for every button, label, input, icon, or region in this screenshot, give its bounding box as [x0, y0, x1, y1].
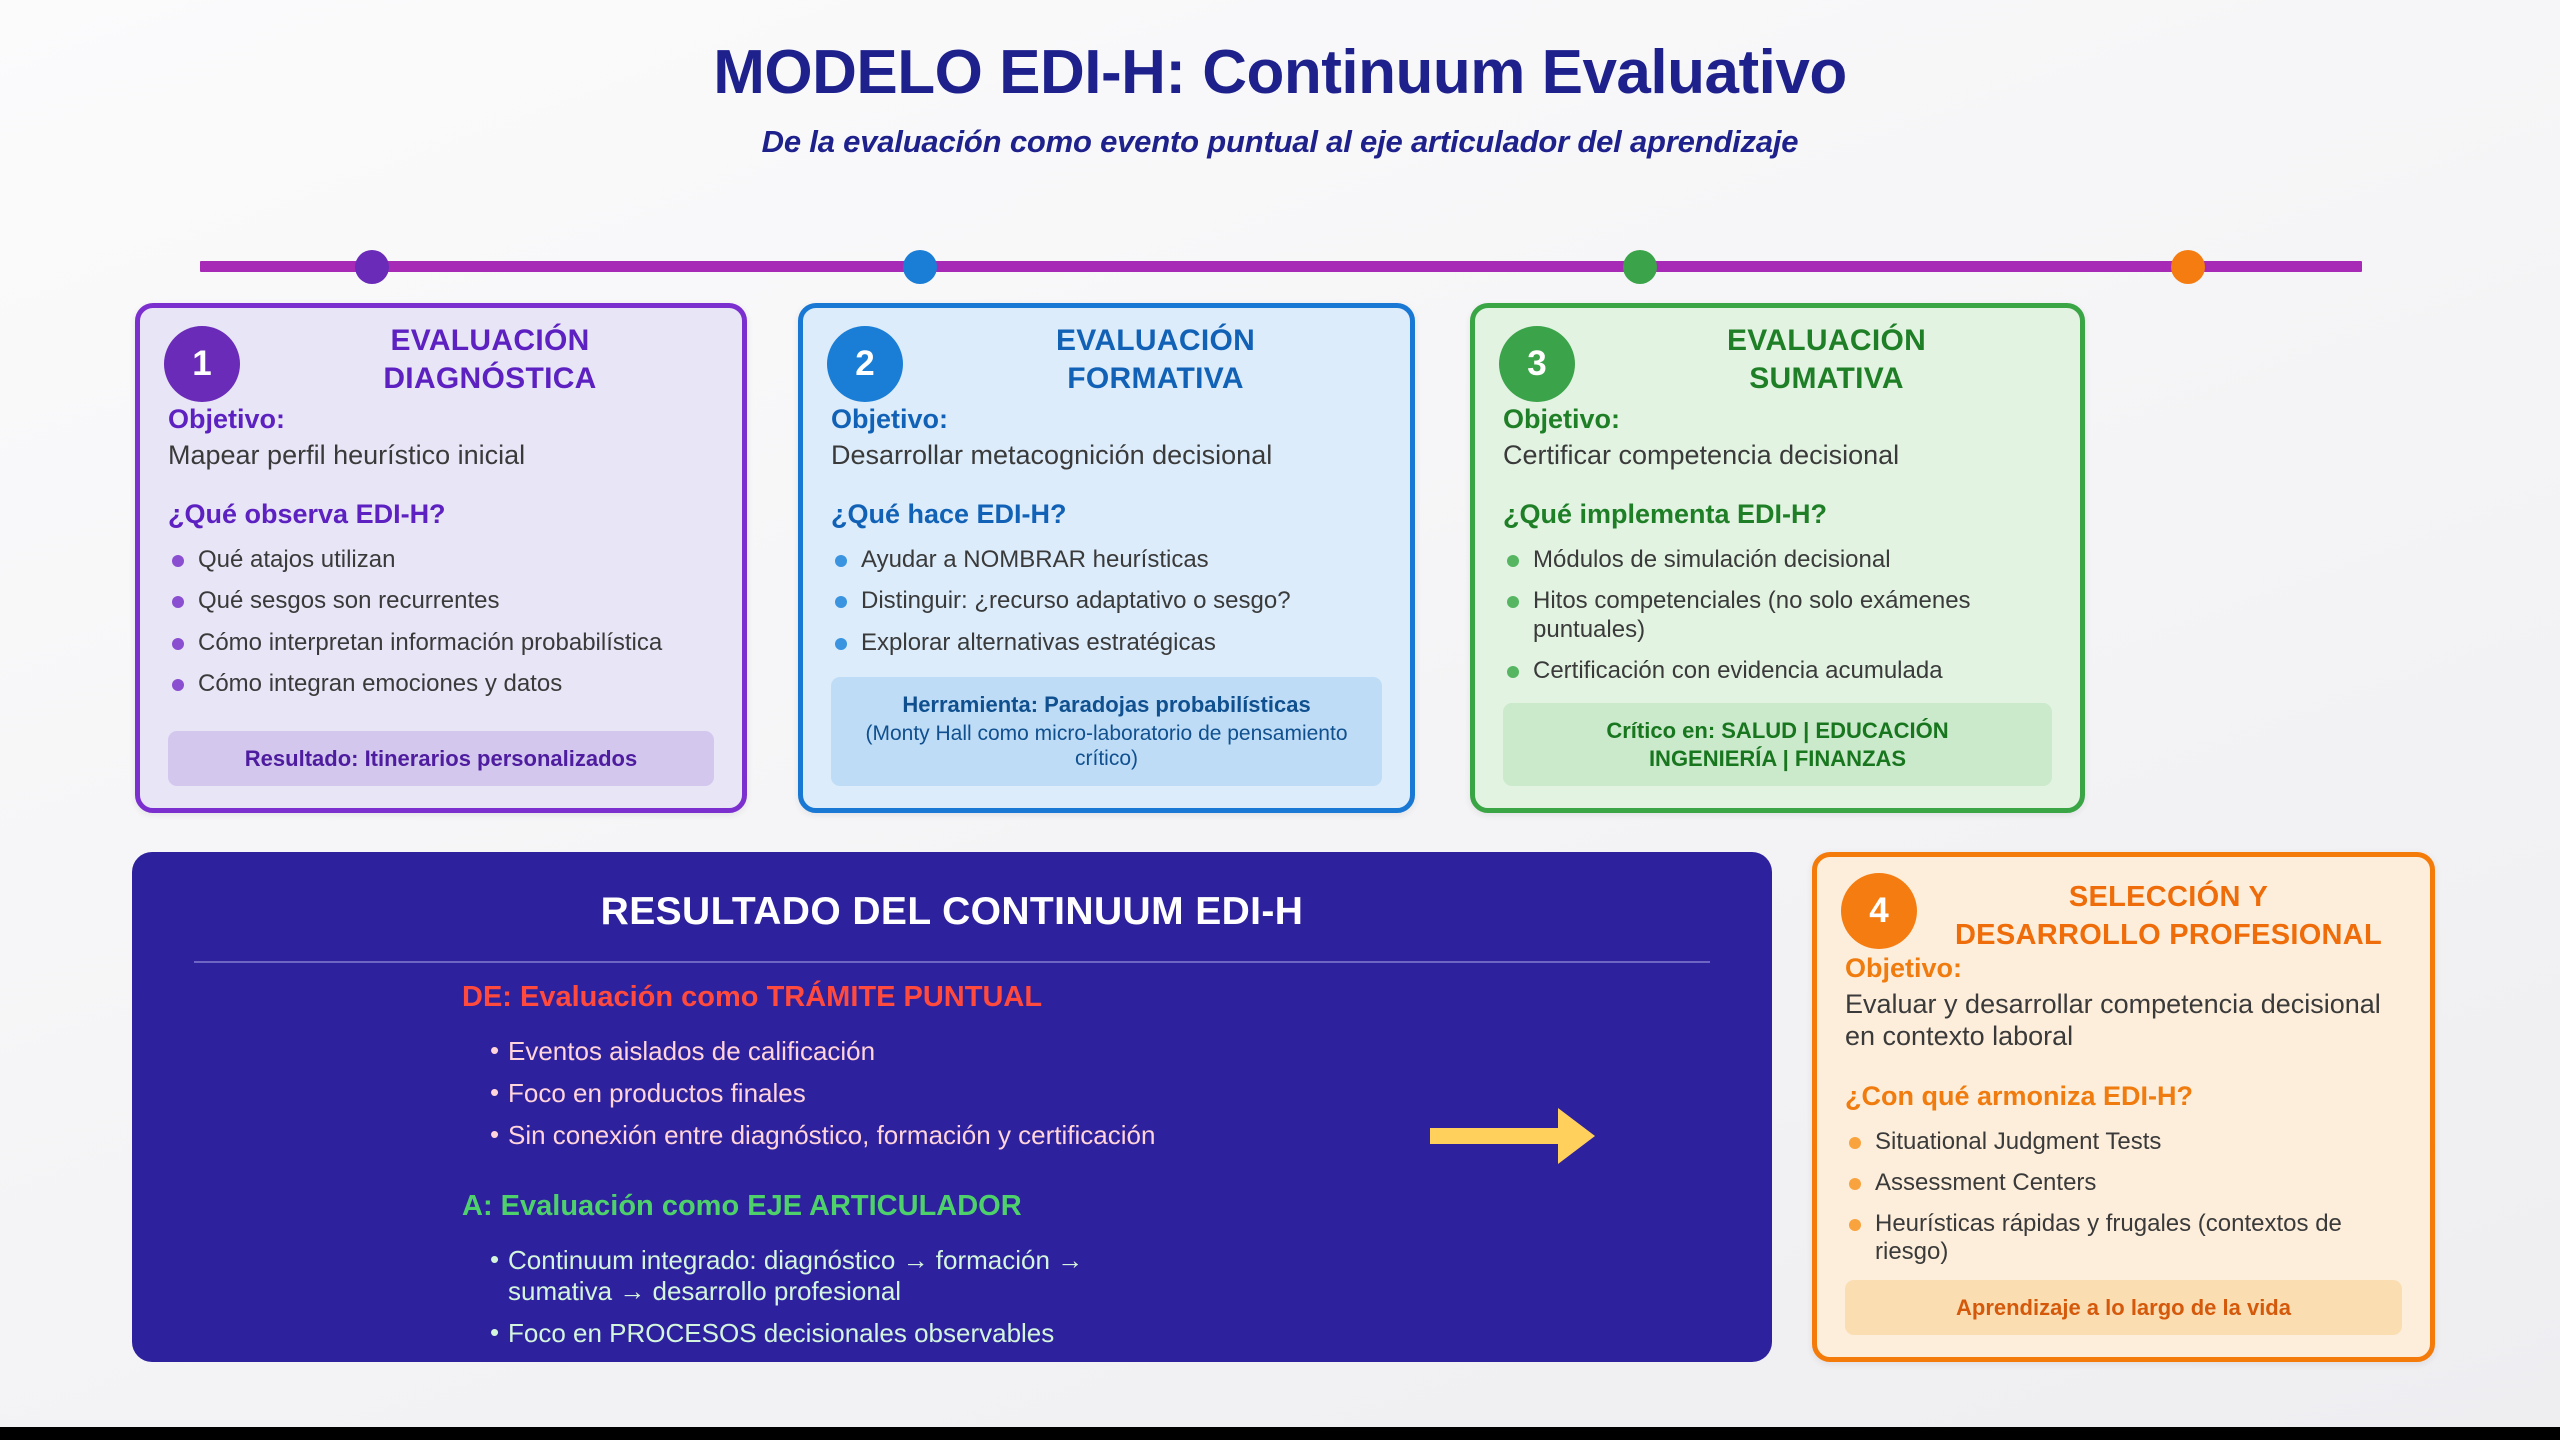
to-list: Continuum integrado: diagnóstico → forma…: [462, 1244, 1162, 1362]
stage-number-badge: 3: [1499, 326, 1575, 402]
question-label: ¿Con qué armoniza EDI-H?: [1845, 1080, 2194, 1111]
result-panel-title: RESULTADO DEL CONTINUUM EDI-H: [600, 890, 1304, 933]
stage-title-line-1: EVALUACIÓN: [1726, 324, 1927, 357]
stage-bullet-list: Qué atajos utilizan Qué sesgos son recur…: [168, 546, 714, 697]
stage-title: SELECCIÓN Y DESARROLLO PROFESIONAL: [1921, 879, 2416, 954]
divider: [194, 961, 1710, 963]
stage-title-line-2: DESARROLLO PROFESIONAL: [1954, 918, 2383, 951]
list-item: Eventos aislados de calificación: [490, 1035, 1162, 1067]
objective-label: Objetivo:: [168, 404, 286, 434]
list-item: Qué atajos utilizan: [168, 546, 714, 574]
objective-value: Evaluar y desarrollar competencia decisi…: [1845, 989, 2381, 1052]
objective-value: Mapear perfil heurístico inicial: [168, 440, 526, 470]
list-item: Distinguir: ¿recurso adaptativo o sesgo?: [831, 587, 1382, 615]
list-item: Sin conexión entre diagnóstico, formació…: [490, 1119, 1162, 1151]
stage-footer-line-1: Crítico en: SALUD | EDUCACIÓN: [1606, 718, 1949, 743]
timeline-dot-3: [1623, 250, 1657, 284]
timeline-dot-4: [2171, 250, 2205, 284]
list-item: Cómo integran emociones y datos: [168, 670, 714, 698]
list-item: Explorar alternativas estratégicas: [831, 629, 1382, 657]
stage-header: 2 EVALUACIÓN FORMATIVA: [803, 308, 1410, 404]
list-item: Ayudar a NOMBRAR heurísticas: [831, 546, 1382, 574]
list-item: Situational Judgment Tests: [1845, 1128, 2402, 1156]
question-label: ¿Qué implementa EDI-H?: [1503, 499, 1828, 530]
list-item: Hitos competenciales (no solo exámenes p…: [1503, 587, 2052, 643]
list-item: Foco en PROCESOS decisionales observable…: [490, 1317, 1162, 1349]
stage-header: 1 EVALUACIÓN DIAGNÓSTICA: [140, 308, 742, 404]
stage-body: Objetivo: Desarrollar metacognición deci…: [803, 404, 1410, 657]
stage-footer-badge: Herramienta: Paradojas probabilísticas (…: [831, 677, 1382, 786]
stage-title: EVALUACIÓN FORMATIVA: [915, 322, 1396, 398]
list-item: Foco en productos finales: [490, 1077, 1162, 1109]
objective-label: Objetivo:: [1503, 404, 1621, 434]
stage-footer-title: Herramienta: Paradojas probabilísticas: [902, 692, 1311, 718]
stage-body: Objetivo: Mapear perfil heurístico inici…: [140, 404, 742, 698]
stage-body: Objetivo: Certificar competencia decisio…: [1475, 404, 2080, 685]
header: MODELO EDI-H: Continuum Evaluativo De la…: [0, 40, 2560, 160]
objective-label: Objetivo:: [831, 404, 949, 434]
list-item: Cómo interpretan información probabilíst…: [168, 629, 714, 657]
stage-footer-sub: (Monty Hall como micro-laboratorio de pe…: [865, 721, 1348, 771]
stage-number-badge: 4: [1841, 873, 1917, 949]
to-heading: A: Evaluación como EJE ARTICULADOR: [462, 1189, 1022, 1222]
list-item: Heurísticas rápidas y frugales (contexto…: [1845, 1210, 2402, 1266]
stage-number-badge: 2: [827, 326, 903, 402]
result-panel: RESULTADO DEL CONTINUUM EDI-H DE: Evalua…: [132, 852, 1772, 1362]
timeline-track: [200, 261, 2362, 272]
stage-title-line-2: SUMATIVA: [1749, 362, 1904, 396]
stage-footer-badge: Resultado: Itinerarios personalizados: [168, 730, 714, 786]
bottom-black-strip: [0, 1427, 2560, 1440]
stage-title: EVALUACIÓN DIAGNÓSTICA: [252, 322, 728, 398]
question-label: ¿Qué observa EDI-H?: [168, 499, 446, 530]
stage-bullet-list: Ayudar a NOMBRAR heurísticas Distinguir:…: [831, 546, 1382, 656]
list-item: Continuum integrado: diagnóstico → forma…: [490, 1244, 1162, 1307]
from-list: Eventos aislados de calificación Foco en…: [462, 1035, 1162, 1152]
stage-title-line-1: EVALUACIÓN: [1055, 324, 1256, 357]
stage-card-diagnostica[interactable]: 1 EVALUACIÓN DIAGNÓSTICA Objetivo: Mapea…: [135, 303, 747, 813]
stage-card-formativa[interactable]: 2 EVALUACIÓN FORMATIVA Objetivo: Desarro…: [798, 303, 1415, 813]
timeline-dot-1: [355, 250, 389, 284]
stage-body: Objetivo: Evaluar y desarrollar competen…: [1817, 953, 2430, 1307]
list-item: Aprendizaje a lo largo de la vida (OECD …: [490, 1359, 1162, 1362]
question-label: ¿Qué hace EDI-H?: [831, 499, 1067, 530]
stage-footer-badge: Crítico en: SALUD | EDUCACIÓN INGENIERÍA…: [1503, 703, 2052, 786]
stage-footer-line-2: INGENIERÍA | FINANZAS: [1648, 745, 1907, 771]
stage-number-badge: 1: [164, 326, 240, 402]
timeline-dot-2: [903, 250, 937, 284]
stage-title: EVALUACIÓN SUMATIVA: [1587, 322, 2066, 398]
objective-value: Desarrollar metacognición decisional: [831, 440, 1273, 470]
result-text-column: DE: Evaluación como TRÁMITE PUNTUAL Even…: [462, 981, 1162, 1362]
stage-footer-badge: Aprendizaje a lo largo de la vida: [1845, 1279, 2402, 1335]
stage-title-line-1: EVALUACIÓN: [390, 324, 590, 357]
list-item: Qué sesgos son recurrentes: [168, 587, 714, 615]
stage-header: 3 EVALUACIÓN SUMATIVA: [1475, 308, 2080, 404]
list-item: Assessment Centers: [1845, 1169, 2402, 1197]
from-heading: DE: Evaluación como TRÁMITE PUNTUAL: [462, 981, 1043, 1013]
list-item: Módulos de simulación decisional: [1503, 546, 2052, 574]
objective-label: Objetivo:: [1845, 953, 1963, 983]
page-subtitle: De la evaluación como evento puntual al …: [761, 124, 1799, 160]
objective-value: Certificar competencia decisional: [1503, 440, 1900, 470]
list-item: Certificación con evidencia acumulada: [1503, 657, 2052, 685]
stage-title-line-2: FORMATIVA: [1067, 362, 1244, 396]
stage-title-line-1: SELECCIÓN Y: [2068, 881, 2269, 913]
stage-title-line-2: DIAGNÓSTICA: [383, 362, 597, 396]
stage-header: 4 SELECCIÓN Y DESARROLLO PROFESIONAL: [1817, 857, 2430, 953]
page-title: MODELO EDI-H: Continuum Evaluativo: [713, 38, 1847, 107]
stage-card-sumativa[interactable]: 3 EVALUACIÓN SUMATIVA Objetivo: Certific…: [1470, 303, 2085, 813]
stage-bullet-list: Módulos de simulación decisional Hitos c…: [1503, 546, 2052, 684]
stage-card-seleccion-desarrollo[interactable]: 4 SELECCIÓN Y DESARROLLO PROFESIONAL Obj…: [1812, 852, 2435, 1362]
